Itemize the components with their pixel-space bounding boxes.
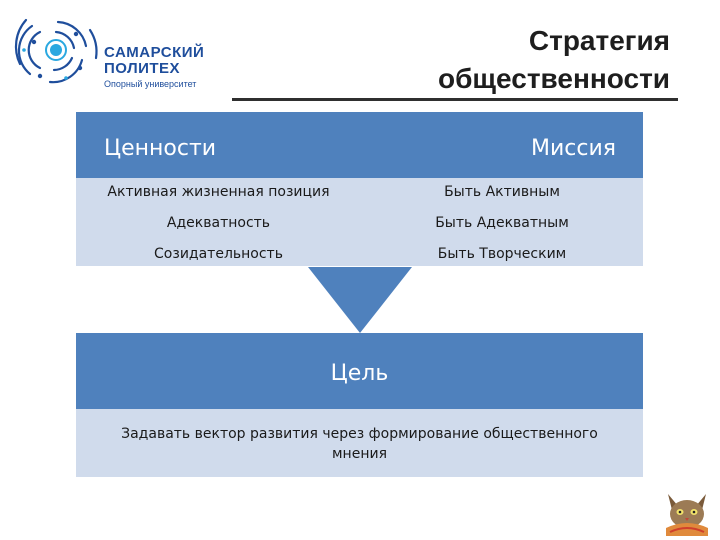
- down-arrow-icon: [308, 267, 412, 333]
- mission-header-panel: [361, 112, 643, 178]
- logo-subtitle: Опорный университет: [104, 79, 197, 89]
- values-item: Созидательность: [154, 246, 283, 262]
- goal-header: Цель: [330, 361, 389, 386]
- mission-header: Миссия: [530, 136, 616, 161]
- title-underline: [232, 98, 678, 101]
- values-item: Адекватность: [166, 215, 271, 231]
- mission-list-panel: [361, 178, 643, 266]
- page-title: Стратегия общественности: [438, 25, 670, 94]
- goal-header-panel: [76, 333, 643, 409]
- values-header-panel: [76, 112, 361, 178]
- mission-item: Быть Активным: [444, 184, 560, 200]
- logo: САМАРСКИЙ ПОЛИТЕХ Опорный университет: [10, 12, 230, 90]
- mission-item: Быть Творческим: [437, 246, 567, 262]
- logo-emblem-icon: [14, 18, 98, 84]
- goal-text-panel: [76, 409, 643, 477]
- values-list-panel: [76, 178, 361, 266]
- logo-name: САМАРСКИЙ ПОЛИТЕХ: [104, 44, 205, 77]
- values-header: Ценности: [104, 136, 217, 161]
- mission-item: Быть Адекватным: [435, 215, 569, 231]
- cat-mascot-icon: [666, 494, 708, 536]
- goal-text: Задавать вектор развития через формирова…: [121, 426, 598, 462]
- values-item: Активная жизненная позиция: [107, 184, 330, 200]
